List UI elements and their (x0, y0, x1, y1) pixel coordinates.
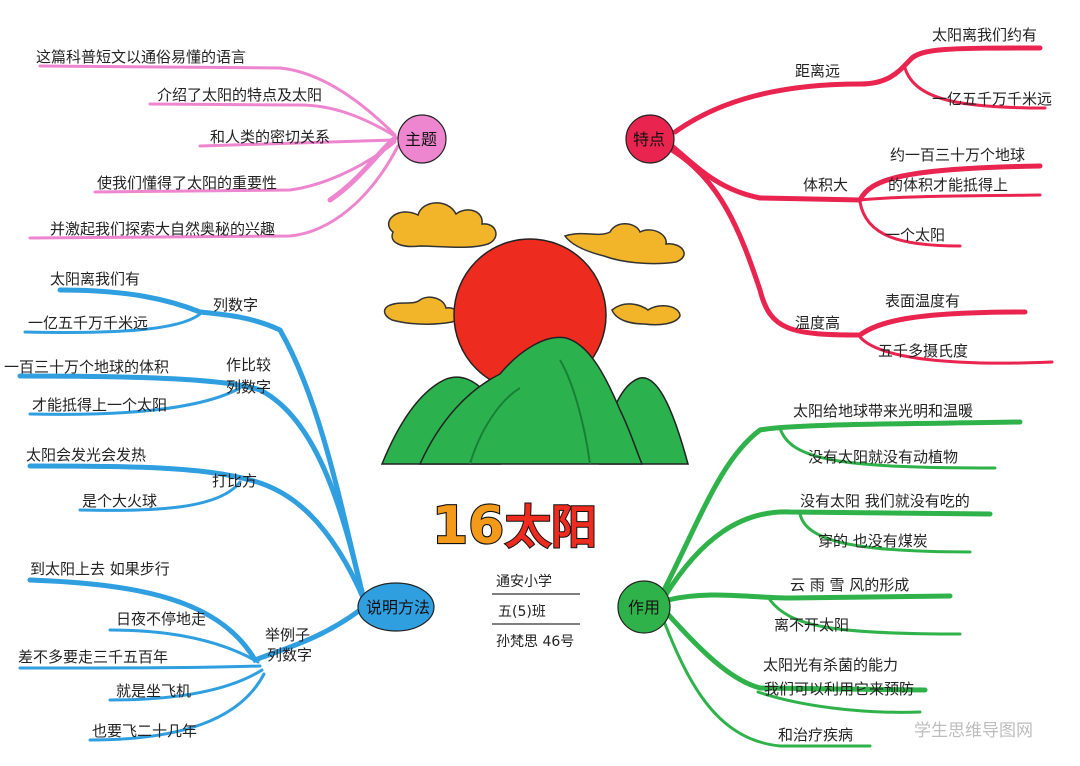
theme-item-1: 这篇科普短文以通俗易懂的语言 (36, 48, 246, 66)
cloud-left-bottom (383, 296, 459, 325)
feature-group-2-label: 体积大 (803, 176, 848, 194)
feature-group-1-label: 距离远 (795, 62, 840, 80)
method-group-1-label: 列数字 (213, 296, 258, 314)
effect-item-6: 离不开太阳 (774, 616, 849, 634)
branch-effects (657, 419, 1023, 748)
method-group-2-label: 作比较 (226, 356, 271, 374)
theme-item-5: 并激起我们探索大自然奥秘的兴趣 (50, 220, 275, 238)
effect-item-1: 太阳给地球带来光明和温暖 (793, 402, 973, 420)
branch-theme (28, 64, 400, 240)
effect-item-2: 没有太阳就没有动植物 (808, 448, 958, 466)
watermark-text: 学生思维导图网 (914, 721, 1033, 741)
method-group-3-item-2: 是个大火球 (82, 492, 157, 510)
title-text: 太阳 (505, 500, 597, 554)
node-features-label: 特点 (633, 130, 665, 149)
effect-item-8: 我们可以利用它来预防 (764, 680, 914, 698)
method-group-2-label-2: 列数字 (226, 378, 271, 396)
feature-group-3-item-1: 表面温度有 (885, 292, 960, 310)
effect-item-7: 太阳光有杀菌的能力 (763, 656, 898, 674)
cloud-right-bottom (611, 303, 681, 326)
feature-group-3-item-2: 五千多摄氏度 (878, 342, 968, 360)
method-group-1-item-1: 太阳离我们有 (50, 270, 140, 288)
feature-group-2-item-1: 约一百三十万个地球 (890, 146, 1025, 164)
theme-item-3: 和人类的密切关系 (210, 128, 330, 146)
method-group-4-item-2: 日夜不停地走 (116, 610, 206, 628)
theme-item-2: 介绍了太阳的特点及太阳 (157, 86, 322, 104)
mountain-center (418, 336, 644, 465)
method-group-2-item-2: 才能抵得上一个太阳 (32, 396, 167, 414)
node-methods-label: 说明方法 (366, 598, 430, 617)
effect-item-3: 没有太阳 我们就没有吃的 (800, 492, 970, 510)
method-group-4-item-3: 差不多要走三千五百年 (18, 648, 168, 666)
node-effects[interactable] (617, 580, 671, 634)
author-info: 通安小学 五(5)班 孙梵思 46号 (492, 574, 580, 650)
node-effects-label: 作用 (628, 598, 660, 617)
feature-group-3-label: 温度高 (795, 314, 840, 332)
node-methods[interactable] (357, 582, 435, 632)
main-title: 16 太阳 (431, 495, 598, 557)
cloud-right-top (563, 223, 685, 265)
effect-item-9: 和治疗疾病 (778, 726, 853, 744)
method-group-4-item-5: 也要飞二十几年 (92, 722, 197, 740)
method-group-4-label-2: 列数字 (267, 646, 312, 664)
feature-group-2-item-2: 的体积才能抵得上 (888, 176, 1008, 194)
effect-item-5: 云 雨 雪 风的形成 (790, 576, 909, 594)
method-group-1-item-2: 一亿五千万千米远 (28, 314, 148, 332)
feature-group-1-item-1: 太阳离我们约有 (932, 26, 1037, 44)
method-group-3-item-1: 太阳会发光会发热 (26, 446, 146, 464)
author-name: 孙梵思 46号 (496, 634, 574, 650)
cloud-left-top (387, 202, 497, 249)
node-features[interactable] (625, 114, 675, 164)
theme-item-4: 使我们懂得了太阳的重要性 (97, 174, 277, 192)
author-school: 通安小学 (496, 574, 552, 590)
branch-methods (17, 287, 368, 742)
title-number: 16 (432, 496, 504, 556)
branch-features (669, 45, 1054, 365)
method-group-4-item-1: 到太阳上去 如果步行 (30, 560, 170, 578)
author-class: 五(5)班 (498, 604, 546, 620)
feature-group-2-item-3: 一个太阳 (885, 226, 945, 244)
method-group-4-label: 举例子 (265, 626, 310, 644)
method-group-4-item-4: 就是坐飞机 (116, 682, 191, 700)
node-theme[interactable] (397, 114, 447, 164)
center-illustration (380, 202, 689, 465)
mountain-center-shade (469, 359, 591, 465)
effect-item-4: 穿的 也没有煤炭 (818, 532, 928, 550)
method-group-3-label: 打比方 (212, 472, 257, 490)
node-theme-label: 主题 (405, 130, 437, 149)
method-group-2-item-1: 一百三十万个地球的体积 (4, 358, 169, 376)
feature-group-1-item-2: 一亿五千万千米远 (932, 90, 1052, 108)
